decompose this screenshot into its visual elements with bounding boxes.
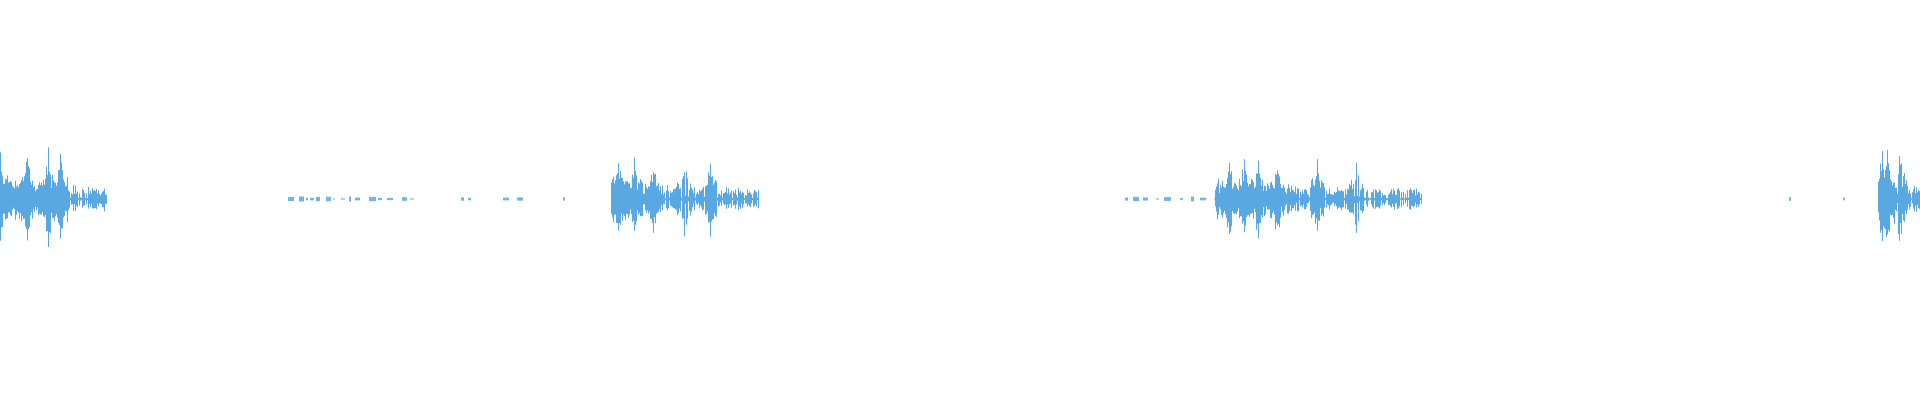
noise-sample xyxy=(1789,197,1791,201)
noise-sample xyxy=(1156,198,1159,200)
waveform-noise xyxy=(1789,197,1791,201)
noise-sample xyxy=(1200,197,1206,201)
noise-sample xyxy=(402,197,407,201)
noise-sample xyxy=(288,196,294,202)
waveform-noise xyxy=(503,197,523,201)
waveform-burst xyxy=(1878,149,1920,241)
waveform-burst xyxy=(611,157,759,237)
noise-sample xyxy=(341,198,345,200)
noise-sample xyxy=(355,197,360,201)
noise-sample xyxy=(1843,197,1845,201)
noise-sample xyxy=(378,197,382,201)
waveform-noise xyxy=(288,196,414,202)
noise-sample xyxy=(316,196,320,202)
noise-sample xyxy=(1125,197,1128,201)
noise-sample xyxy=(1191,196,1194,202)
waveform-burst xyxy=(1215,159,1422,239)
waveform-noise xyxy=(563,197,565,201)
noise-sample xyxy=(1133,196,1139,202)
noise-sample xyxy=(468,197,471,201)
noise-sample xyxy=(333,198,335,200)
noise-sample xyxy=(1143,197,1148,201)
waveform-noise xyxy=(461,197,471,201)
noise-sample xyxy=(461,197,464,201)
noise-sample xyxy=(1180,198,1183,200)
waveform-track xyxy=(0,147,1920,247)
noise-sample xyxy=(306,197,308,201)
noise-sample xyxy=(349,196,351,202)
noise-sample xyxy=(310,197,314,201)
noise-sample xyxy=(1164,197,1171,201)
noise-sample xyxy=(326,196,331,202)
noise-sample xyxy=(387,197,393,201)
noise-sample xyxy=(369,196,376,202)
noise-sample xyxy=(299,196,304,202)
waveform-burst xyxy=(0,147,107,247)
noise-sample xyxy=(563,197,565,201)
noise-sample xyxy=(517,197,523,201)
noise-sample xyxy=(410,198,414,200)
waveform-noise xyxy=(1125,196,1216,202)
waveform-noise xyxy=(1843,197,1845,201)
noise-sample xyxy=(503,197,509,201)
